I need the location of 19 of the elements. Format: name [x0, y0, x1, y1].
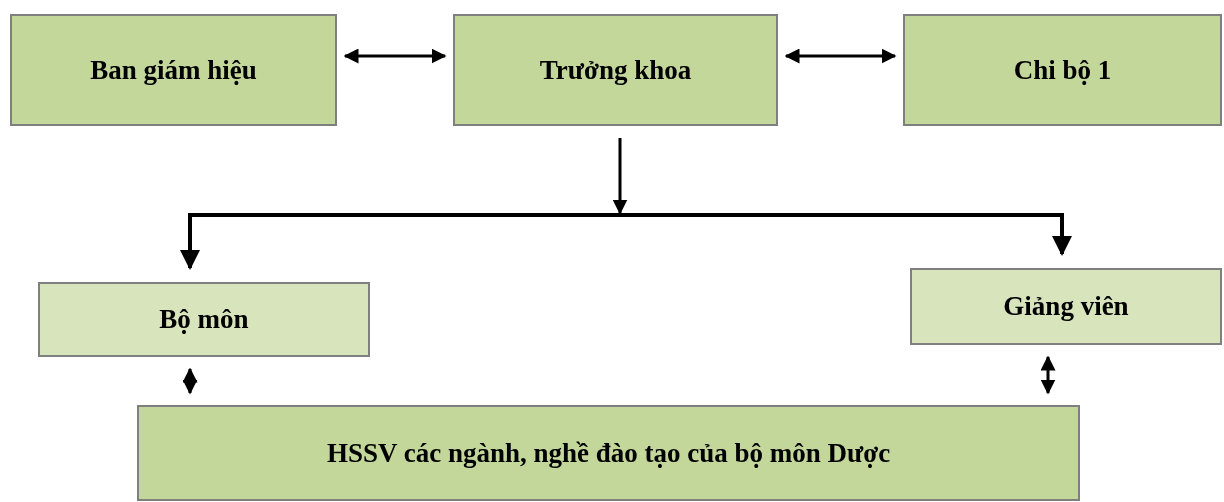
arrow: [1040, 355, 1056, 395]
box-label: Bộ môn: [159, 304, 249, 335]
org-box: [10, 14, 337, 126]
org-box: [137, 405, 1080, 501]
arrow: [343, 48, 447, 64]
arrow: [784, 48, 897, 64]
org-box: [453, 14, 778, 126]
org-box: [910, 268, 1222, 345]
arrow: [182, 367, 198, 395]
arrow: [180, 213, 620, 270]
org-box: [903, 14, 1222, 126]
box-label: Trưởng khoa: [539, 54, 692, 86]
box-label: Giảng viên: [1003, 291, 1129, 322]
box-label: HSSV các ngành, nghề đào tạo của bộ môn Dược: [326, 437, 891, 469]
box-label: Chi bộ 1: [1013, 54, 1112, 86]
org-box: [38, 282, 370, 357]
arrow: [620, 213, 1072, 256]
box-label: Ban giám hiệu: [90, 54, 257, 86]
trunk-arrow: [612, 138, 628, 215]
